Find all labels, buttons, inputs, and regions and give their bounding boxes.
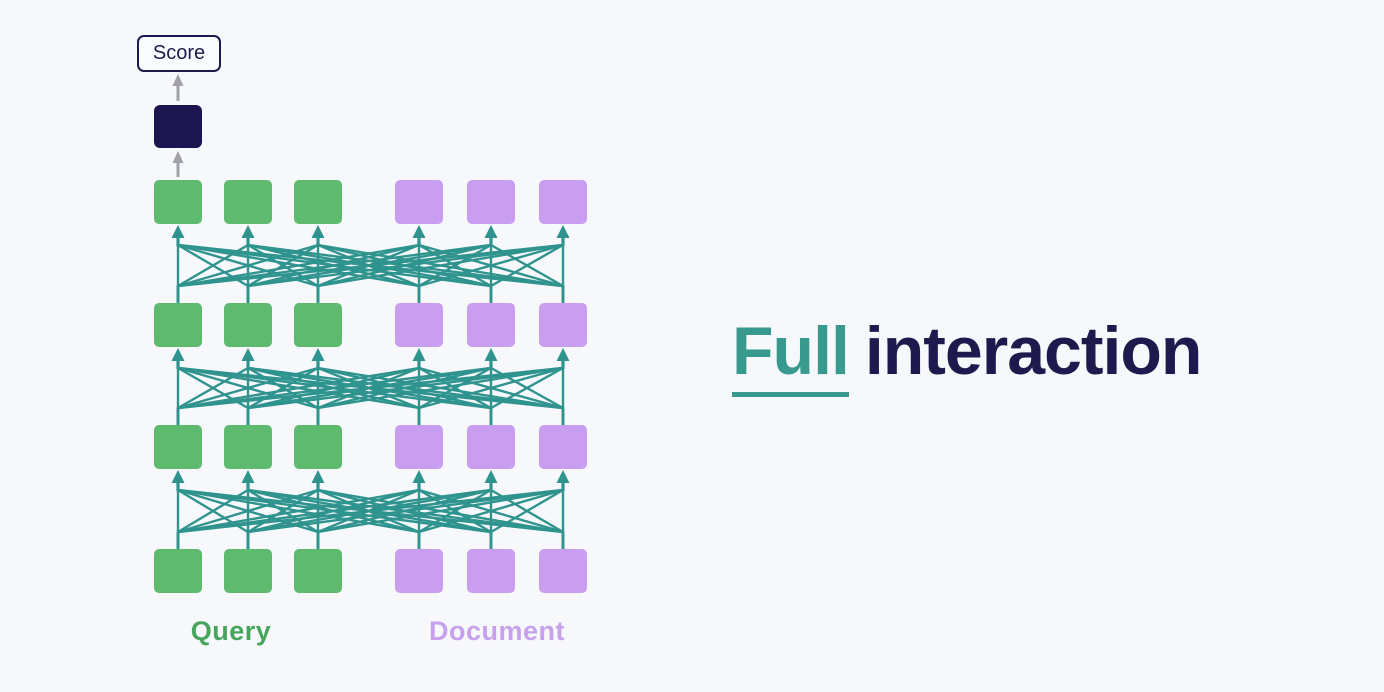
attention-line [417, 243, 493, 288]
score-box: Score [137, 35, 221, 72]
gray-arrowhead-icon [172, 74, 184, 86]
arrowhead-icon [241, 348, 255, 361]
query-token [154, 180, 202, 224]
attention-line [176, 488, 320, 534]
attention-line [246, 243, 320, 288]
arrowhead-icon [241, 470, 255, 483]
query-token [154, 303, 202, 347]
query-token [294, 425, 342, 469]
attention-line [176, 488, 565, 534]
attention-line [176, 243, 565, 288]
document-token [539, 180, 587, 224]
document-token [395, 303, 443, 347]
document-token [395, 425, 443, 469]
attention-line [417, 488, 493, 534]
arrowhead-icon [171, 470, 185, 483]
attention-line [176, 366, 493, 410]
document-token [467, 425, 515, 469]
attention-line [246, 366, 320, 410]
page-title: Full interaction [732, 312, 1203, 397]
attention-line [176, 366, 565, 410]
document-token [539, 303, 587, 347]
arrowhead-icon [311, 470, 325, 483]
document-token [539, 425, 587, 469]
score-label: Score [152, 42, 206, 64]
attention-line [417, 243, 565, 288]
attention-line [176, 488, 493, 534]
arrowhead-icon [412, 348, 426, 361]
arrowhead-icon [311, 348, 325, 361]
document-token [539, 549, 587, 593]
attention-line [176, 243, 320, 288]
arrowhead-icon [412, 225, 426, 238]
attention-line [246, 488, 320, 534]
query-token [224, 303, 272, 347]
title-interaction: interaction [864, 313, 1203, 389]
query-token [224, 425, 272, 469]
attention-line [176, 488, 250, 534]
document-token [467, 549, 515, 593]
query-token [294, 303, 342, 347]
arrowhead-icon [311, 225, 325, 238]
query-token [224, 180, 272, 224]
document-token [395, 180, 443, 224]
title-full: Full [732, 312, 850, 397]
arrowhead-icon [171, 348, 185, 361]
arrowhead-icon [484, 470, 498, 483]
arrowhead-icon [484, 348, 498, 361]
attention-line [176, 243, 250, 288]
query-label: Query [190, 616, 272, 646]
attention-line [176, 366, 320, 410]
gray-arrowhead-icon [172, 151, 184, 163]
attention-line [417, 366, 493, 410]
attention-line [246, 366, 565, 410]
document-token [467, 303, 515, 347]
output-embedding-square [154, 105, 202, 148]
attention-line [176, 488, 421, 534]
query-token [224, 549, 272, 593]
attention-line [489, 243, 565, 288]
attention-line [176, 366, 421, 410]
query-token [154, 425, 202, 469]
query-token [294, 549, 342, 593]
document-token [467, 180, 515, 224]
attention-line [176, 243, 421, 288]
attention-line [489, 366, 565, 410]
attention-line [176, 366, 250, 410]
attention-line [316, 366, 565, 410]
attention-line [489, 488, 565, 534]
attention-line [176, 243, 493, 288]
arrowhead-icon [484, 225, 498, 238]
arrowhead-icon [556, 470, 570, 483]
attention-line [316, 488, 565, 534]
attention-line [417, 488, 565, 534]
attention-line [417, 366, 565, 410]
arrowhead-icon [412, 470, 426, 483]
query-token [154, 549, 202, 593]
arrowhead-icon [556, 225, 570, 238]
arrowhead-icon [171, 225, 185, 238]
document-label: Document [428, 616, 566, 646]
document-token [395, 549, 443, 593]
query-token [294, 180, 342, 224]
attention-line [246, 488, 565, 534]
arrowhead-icon [556, 348, 570, 361]
attention-line [316, 243, 565, 288]
attention-line [246, 243, 565, 288]
arrowhead-icon [241, 225, 255, 238]
